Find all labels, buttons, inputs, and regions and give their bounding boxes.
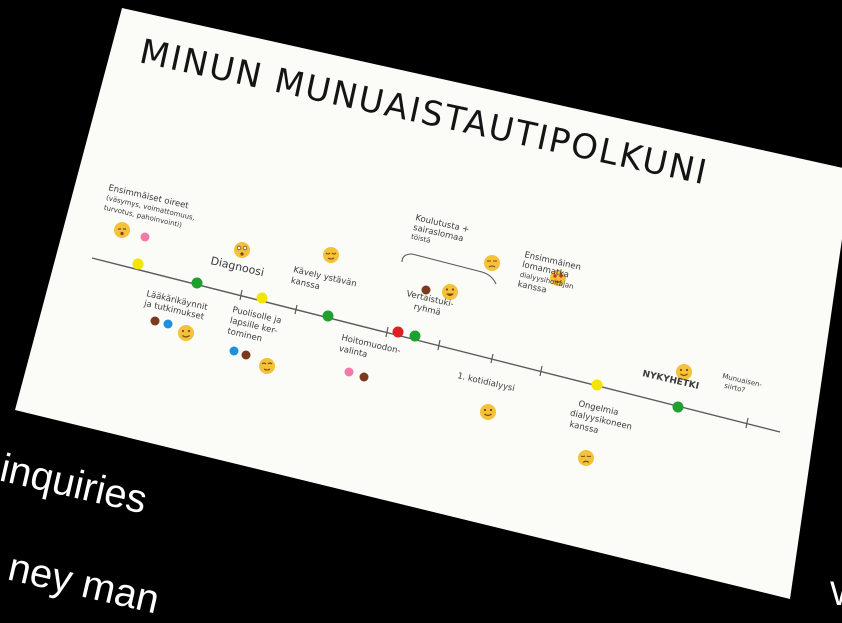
marker-pink-first [140, 232, 150, 242]
problems-line3: kanssa [568, 420, 599, 436]
svg-text:Ensimmäiset oireet (väsy: Ensimmäiset oireet (väsymys, voimattomuu… [103, 183, 201, 232]
doctor-visits-line2: ja tutkimukset [142, 299, 205, 323]
emoji-dizzy-face-icon [234, 242, 250, 258]
slide-edge-glyph: W [830, 575, 842, 614]
dot-green-now [672, 401, 684, 413]
transplant-line2: siirto? [723, 382, 746, 395]
walk-line1: Kävely ystävän [292, 265, 357, 289]
training-line2: sairaslomaa [412, 223, 464, 244]
svg-text:Ensimmäinen lomamatka: Ensimmäinen lomamatka dialyysihoitajan k… [517, 250, 585, 303]
dot-green-peer [409, 330, 421, 342]
problems-line1: Ongelmia [577, 399, 619, 418]
first-home-dialysis-label: 1. kotidialyysi [456, 371, 515, 394]
dot-yellow-first-signs [132, 258, 144, 270]
first-holiday-line4: kanssa [517, 279, 548, 295]
problems-line2: dialyysikoneen [569, 409, 633, 433]
first-signs-line3: turvotus, pahoinvointi) [103, 204, 183, 230]
marker-dots [140, 232, 431, 382]
svg-text:Ongelmia dialyysikoneen: Ongelmia dialyysikoneen kanssa [567, 398, 638, 444]
first-holiday-line2: lomamatka [521, 260, 570, 281]
timeline-line [91, 257, 781, 433]
transplant-line1: Munuaisen- [722, 372, 764, 389]
marker-brown-treatment [359, 372, 369, 382]
dot-green-doctor [191, 277, 203, 289]
emoji-unamused-face-icon [484, 255, 500, 271]
doctor-visits-line1: Lääkärikäynnit [145, 289, 209, 313]
dot-yellow-diagnosis [256, 292, 268, 304]
emoji-happy-face-icon [480, 404, 496, 420]
peer-support-line1: Vertaistuki- [405, 289, 454, 310]
emoji-content-face-icon [323, 247, 339, 263]
journey-title: MINUN MUNUAISTAUTIPOLKUNI [136, 32, 712, 194]
first-holiday-line3: dialyysihoitajan [519, 271, 574, 291]
peer-support-line2: ryhmä [413, 302, 442, 318]
svg-text:Lääkärikäynnit ja tutkim: Lääkärikäynnit ja tutkimukset [142, 289, 211, 323]
event-labels: Ensimmäiset oireet (väsymys, voimattomuu… [103, 183, 765, 444]
marker-blue-telling [229, 346, 239, 356]
slide-caption-partial: ney man [4, 545, 164, 623]
telling-others-line3: tominen [226, 327, 263, 345]
emoji-relieved-face-icon [259, 358, 275, 374]
treatment-choice-line1: Hoitomuodon- [340, 333, 401, 356]
emoji-smiling-face-icon [178, 325, 194, 341]
marker-blue-doctor [163, 319, 173, 329]
svg-text:Vertaistuki- ryhmä: Vertaistuki- ryhmä [403, 289, 457, 321]
timeline-dots [132, 258, 684, 413]
svg-text:Hoitomuodon- valinta: Hoitomuodon- valinta [338, 333, 404, 368]
diagnosis-label: Diagnoosi [209, 254, 265, 279]
emoji-faces [114, 222, 692, 466]
training-bracket [401, 253, 497, 285]
timeline-ticks [239, 289, 749, 429]
slide-caption-inquiries: inquiries [0, 446, 152, 523]
now-label: NYKYHETKI [641, 369, 699, 392]
training-line3: töistä [410, 233, 431, 245]
svg-text:Koulutusta + sairaslomaa: Koulutusta + sairaslomaa töistä [410, 213, 473, 253]
svg-text:Kävely ystävän kanssa: Kävely ystävän kanssa [290, 265, 360, 301]
emoji-sleepy-face-icon [114, 222, 130, 238]
training-line1: Koulutusta + [414, 213, 470, 235]
walk-line2: kanssa [290, 276, 321, 292]
emoji-smile-face-icon [676, 364, 692, 380]
svg-text:Munuaisen- siirto?: Munuaisen- siirto? [720, 372, 765, 398]
first-signs-line2: (väsymys, voimattomuus, [105, 194, 195, 222]
emoji-sad-face-icon [578, 450, 594, 466]
telling-others-line1: Puolisolle ja [231, 305, 282, 326]
dot-green-walk [322, 310, 334, 322]
emoji-grinning-face-icon [442, 284, 458, 300]
dot-yellow-problems [591, 379, 603, 391]
svg-text:Puolisolle ja lapsille k: Puolisolle ja lapsille ker- tominen [226, 305, 285, 348]
marker-pink-treatment [344, 367, 354, 377]
telling-others-line2: lapsille ker- [229, 316, 278, 337]
dot-red-treatment [392, 326, 404, 338]
first-holiday-line1: Ensimmäinen [523, 250, 581, 273]
marker-brown-telling [241, 350, 251, 360]
marker-brown-doctor-1 [150, 316, 160, 326]
emoji-heart-eyes-face-icon [550, 270, 566, 286]
treatment-choice-line2: valinta [338, 344, 368, 360]
marker-brown-peer [421, 285, 431, 295]
first-signs-line1: Ensimmäiset oireet [107, 183, 190, 211]
